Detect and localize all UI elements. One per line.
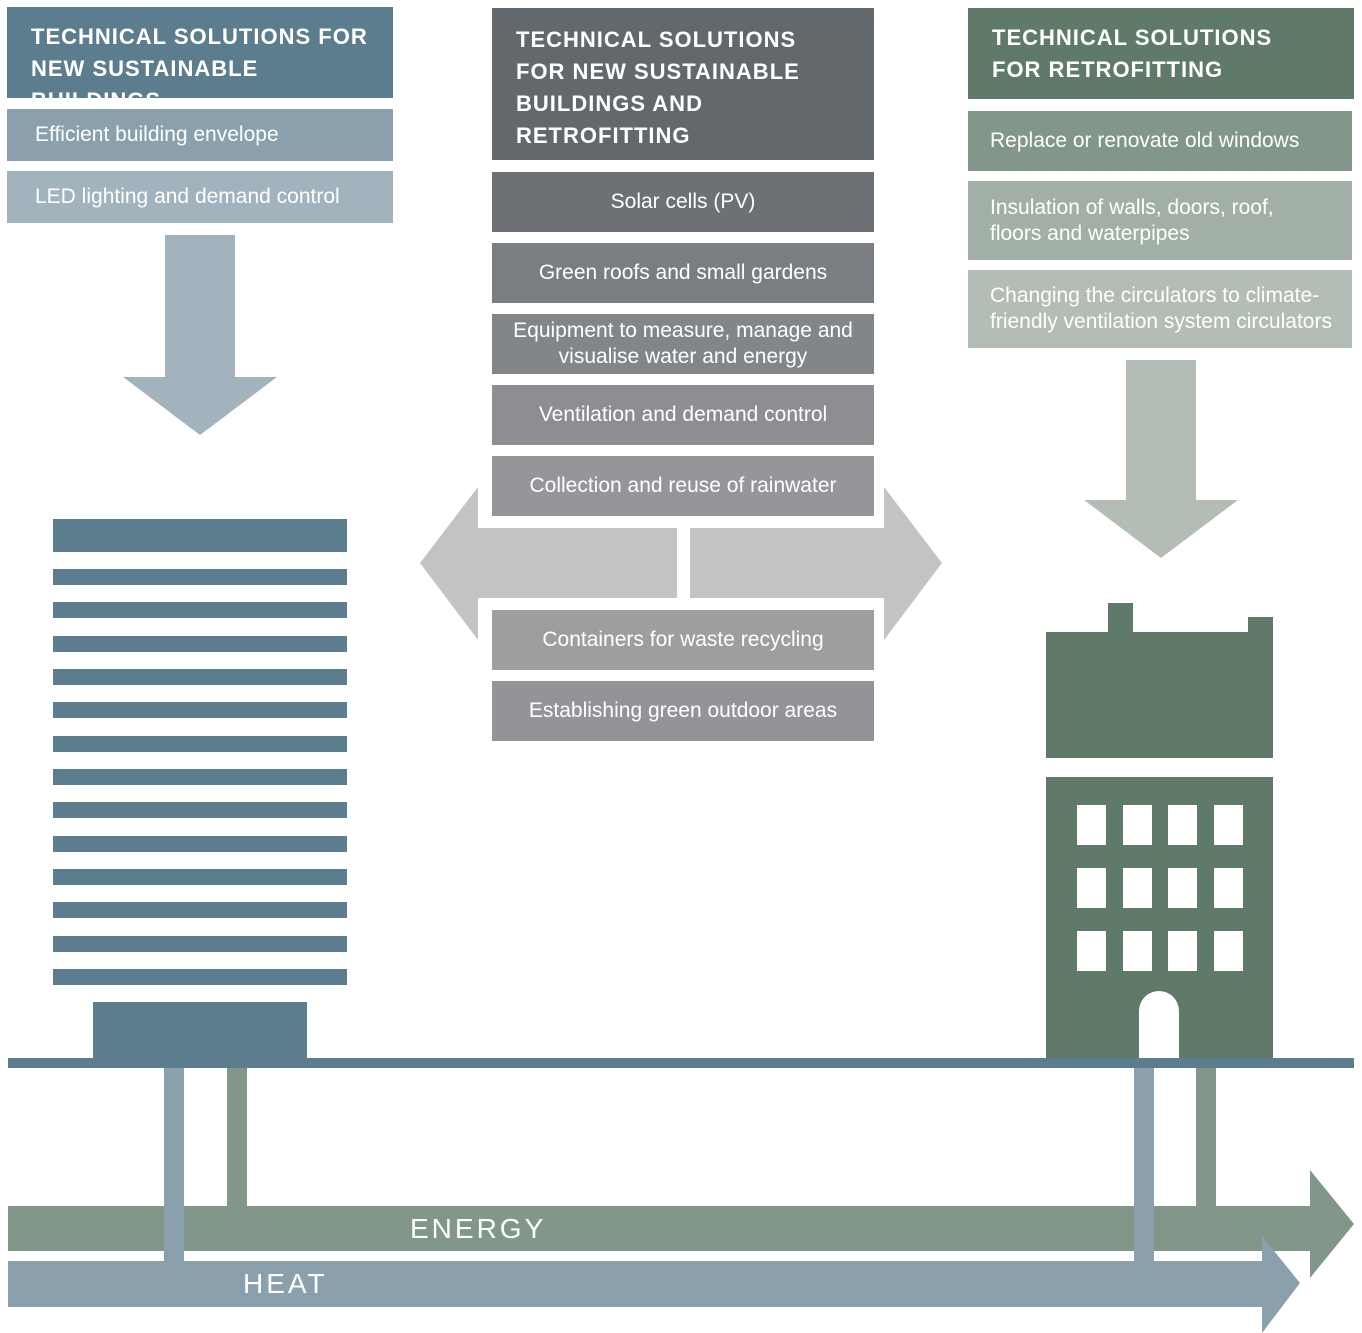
center-item-rainwater: Collection and reuse of rainwater — [492, 456, 874, 516]
new-building-icon — [53, 519, 347, 1060]
center-item-green-roofs: Green roofs and small gardens — [492, 243, 874, 303]
window-grid-icon — [1077, 805, 1243, 971]
left-header: TECHNICAL SOLUTIONS FOR NEW SUSTAINABLE … — [7, 7, 393, 113]
center-item-ventilation: Ventilation and demand control — [492, 385, 874, 445]
right-energy-pipe — [1196, 1068, 1216, 1206]
center-item-waste: Containers for waste recycling — [492, 610, 874, 670]
energy-arrow — [8, 1170, 1354, 1278]
left-down-arrow — [123, 235, 277, 435]
right-header: TECHNICAL SOLUTIONS FOR RETROFITTING — [968, 8, 1354, 99]
left-heat-pipe — [164, 1068, 184, 1261]
right-item-windows: Replace or renovate old windows — [968, 111, 1352, 171]
energy-label: ENERGY — [410, 1213, 547, 1244]
right-item-insulation: Insulation of walls, doors, roof, floors… — [968, 181, 1352, 260]
old-building-icon — [1046, 603, 1273, 1060]
center-item-solar: Solar cells (PV) — [492, 172, 874, 232]
left-energy-pipe — [227, 1068, 247, 1206]
right-down-arrow — [1084, 360, 1238, 558]
center-right-arrow — [690, 487, 942, 640]
right-item-circulators: Changing the circulators to climate-frie… — [968, 270, 1352, 348]
center-header: TECHNICAL SOLUTIONS FOR NEW SUSTAINABLE … — [492, 8, 874, 160]
left-item-led: LED lighting and demand control — [7, 171, 393, 223]
center-left-arrow — [420, 487, 677, 640]
door-icon — [1139, 991, 1179, 1060]
left-item-envelope: Efficient building envelope — [7, 109, 393, 161]
ground-line — [8, 1058, 1354, 1068]
right-heat-pipe — [1134, 1068, 1154, 1261]
center-item-outdoor: Establishing green outdoor areas — [492, 681, 874, 741]
heat-arrow — [8, 1236, 1300, 1333]
heat-label: HEAT — [243, 1268, 328, 1299]
center-item-equipment: Equipment to measure, manage and visuali… — [492, 314, 874, 374]
